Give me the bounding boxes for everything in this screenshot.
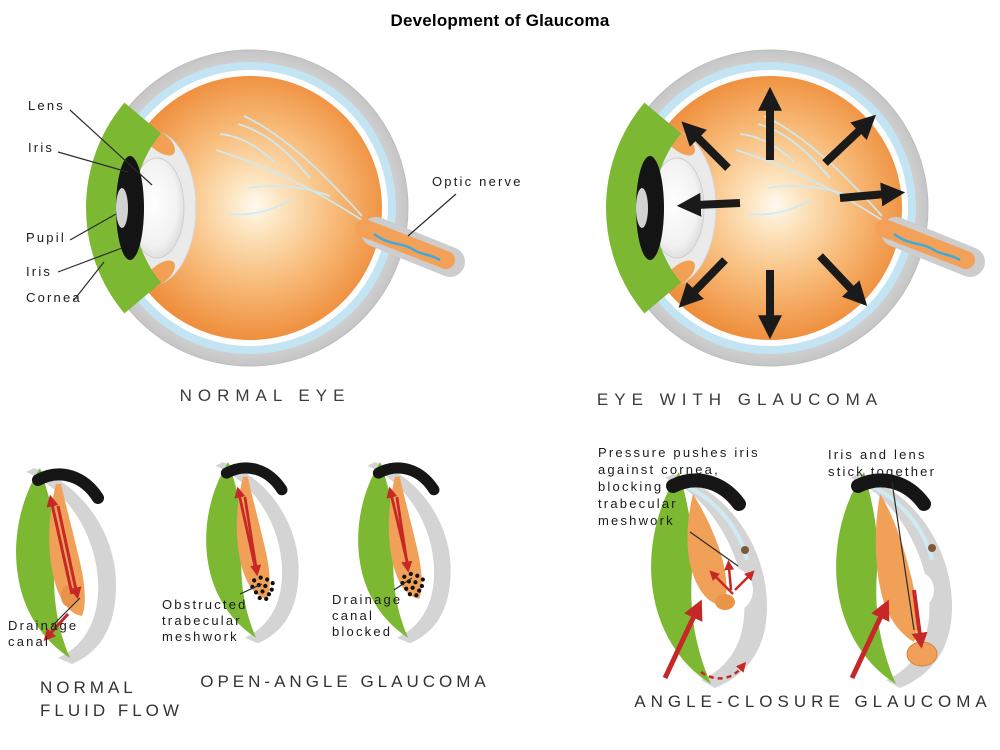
open-angle-caption: OPEN-ANGLE GLAUCOMA [200, 672, 490, 691]
fluid-flow-arrows [386, 486, 413, 573]
pupil-label: Pupil [26, 230, 66, 245]
iris-top-label: Iris [28, 140, 55, 155]
lens-contact-blob [906, 641, 938, 667]
pressure-arrows [676, 86, 906, 340]
lens-label: Lens [28, 98, 65, 113]
iris-bottom-label: Iris [26, 264, 53, 279]
obstructed-angle-illustration [206, 462, 299, 644]
glaucoma-eye-caption: EYE WITH GLAUCOMA [596, 390, 884, 409]
normal-eye-illustration [75, 40, 470, 376]
optic-nerve-label: Optic nerve [432, 174, 523, 189]
page-title: Development of Glaucoma [390, 11, 610, 30]
pressure-pushes-iris-label: Pressure pushes iris against cornea, blo… [598, 445, 760, 528]
drainage-blocked-label: Drainage canal blocked [332, 592, 403, 639]
fluid-flow-arrows [234, 486, 262, 577]
drainage-canal-label: Drainage canal [8, 618, 79, 649]
angle-closure-stick-illustration [836, 472, 953, 688]
glaucoma-eye-illustration [595, 40, 990, 376]
normal-eye-caption: NORMAL EYE [179, 386, 351, 405]
cornea-label: Cornea [26, 290, 82, 305]
iris-lens-stick-label: Iris and lens stick together [828, 447, 937, 479]
blocked-canal-illustration [358, 462, 451, 644]
pigment-dot [741, 546, 749, 554]
obstructed-meshwork-label: Obstructed trabecular meshwork [162, 597, 248, 644]
pressure-flow-arrows [662, 560, 755, 680]
normal-flow-angle-illustration [16, 468, 117, 664]
angle-closure-pressure-illustration [651, 472, 768, 688]
stick-flow-arrows [849, 589, 928, 680]
normal-fluid-flow-caption: NORMAL FLUID FLOW [40, 678, 183, 720]
pigment-dot [928, 544, 936, 552]
angle-closure-caption: ANGLE-CLOSURE GLAUCOMA [634, 692, 992, 711]
